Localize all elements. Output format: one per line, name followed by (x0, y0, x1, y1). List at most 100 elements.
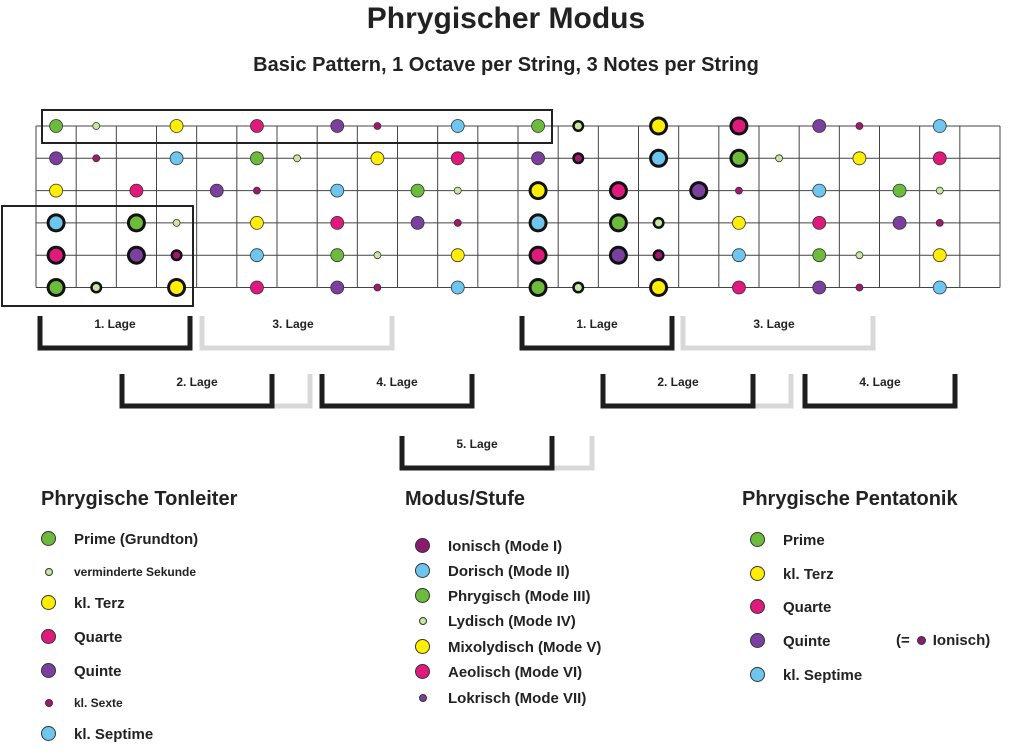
legend-label: kl. Terz (783, 565, 834, 583)
legend-item: Phrygisch (Mode III) (412, 587, 591, 605)
note-marker (450, 248, 465, 263)
legend-item: Quarte (38, 628, 122, 646)
note-marker (572, 281, 585, 294)
lage-label: 2. Lage (176, 375, 218, 389)
note-marker (167, 278, 187, 297)
note-marker (46, 213, 66, 233)
pattern-boxes (1, 109, 553, 307)
note-marker (812, 248, 827, 263)
lage-bracket: 4. Lage (802, 374, 958, 409)
lage-label: 4. Lage (859, 375, 901, 389)
legend-label: kl. Terz (74, 594, 125, 612)
note-marker (410, 215, 425, 230)
legend-dot-icon (412, 612, 434, 630)
legend-label: Mixolydisch (Mode V) (448, 638, 602, 656)
note-marker (608, 245, 628, 265)
lage-bracket: 3. Lage (199, 316, 395, 351)
ionisch-note-prefix: (= (896, 632, 910, 649)
note-marker (528, 245, 548, 265)
note-marker (572, 120, 585, 132)
note-marker (531, 119, 545, 133)
note-marker (293, 154, 301, 163)
legend-item: Quinte (747, 632, 831, 650)
note-marker (812, 183, 827, 198)
legend-item: kl. Septime (38, 725, 153, 743)
note-marker (49, 119, 63, 133)
lage-label: 4. Lage (376, 375, 418, 389)
note-marker (169, 119, 184, 133)
legend-item: kl. Sexte (38, 694, 123, 712)
note-marker (49, 151, 63, 166)
legend-dot-icon (412, 638, 434, 656)
legend-item: Lokrisch (Mode VII) (412, 689, 586, 707)
lage-bracket: 3. Lage (680, 316, 876, 351)
legend-tonleiter-title: Phrygische Tonleiter (41, 488, 238, 510)
note-marker (732, 280, 746, 295)
lage-bracket: 4. Lage (319, 374, 475, 409)
note-marker (775, 154, 783, 163)
note-marker (453, 218, 462, 227)
legend-label: Quarte (74, 628, 123, 646)
note-marker (450, 151, 465, 166)
legend-dot-icon (747, 666, 769, 684)
legend-label: Ionisch (Mode I) (448, 537, 563, 555)
legend-item: Ionisch (Mode I) (412, 537, 562, 555)
note-marker (250, 215, 264, 230)
legend-dot-icon (412, 663, 434, 681)
note-marker (373, 251, 382, 260)
note-marker (649, 116, 669, 136)
legend-label: kl. Septime (74, 725, 154, 743)
page-title: Phrygischer Modus (366, 2, 646, 35)
note-marker (169, 151, 184, 166)
legend-item: Quarte (747, 598, 831, 616)
legend-dot-icon (412, 689, 434, 707)
note-marker (46, 278, 66, 297)
note-marker (373, 122, 382, 130)
lage-label: 3. Lage (753, 317, 795, 331)
ionisch-dot-icon (916, 636, 926, 645)
legend-label: Quarte (783, 598, 832, 616)
lage-bracket: 2. Lage (600, 374, 794, 409)
legend-dot-icon (412, 562, 434, 580)
legend-item: kl. Septime (747, 666, 862, 684)
note-marker (729, 116, 749, 136)
note-marker (932, 280, 947, 295)
note-marker (729, 148, 749, 168)
note-marker (649, 278, 669, 297)
fretboard-notes (46, 116, 947, 297)
note-marker (92, 122, 101, 130)
legend-label: kl. Septime (783, 666, 863, 684)
legend-label: Quinte (74, 662, 122, 680)
note-marker (46, 245, 66, 265)
legend-dot-icon (747, 531, 769, 549)
legend-item: kl. Terz (747, 565, 834, 583)
lage-bracket: 2. Lage (119, 374, 313, 409)
legend-dot-icon (747, 632, 769, 650)
note-marker (129, 183, 144, 198)
lage-label: 5. Lage (456, 437, 498, 451)
note-marker (531, 151, 545, 166)
note-marker (892, 183, 907, 198)
note-marker (852, 151, 867, 166)
note-marker (652, 216, 665, 229)
note-marker (250, 280, 264, 295)
note-marker (932, 119, 947, 133)
legend-dot-icon (38, 662, 60, 680)
note-marker (572, 152, 585, 165)
pattern-box-position (1, 205, 194, 307)
note-marker (812, 280, 827, 295)
legend-label: Phrygisch (Mode III) (448, 587, 591, 605)
note-marker (732, 248, 746, 263)
lage-bracket: 5. Lage (399, 436, 595, 471)
lage-label: 3. Lage (272, 317, 314, 331)
legend-dot-icon (38, 694, 60, 712)
note-marker (649, 148, 669, 168)
legend-label: Lydisch (Mode IV) (448, 612, 576, 630)
legend-item: Aeolisch (Mode VI) (412, 663, 582, 681)
legend-label: kl. Sexte (74, 696, 123, 710)
legend-dot-icon (38, 725, 60, 743)
legend-label: verminderte Sekunde (74, 565, 197, 579)
note-marker (250, 151, 264, 166)
legend-pentatonik-title: Phrygische Pentatonik (742, 488, 958, 510)
legend-dot-icon (412, 537, 434, 555)
